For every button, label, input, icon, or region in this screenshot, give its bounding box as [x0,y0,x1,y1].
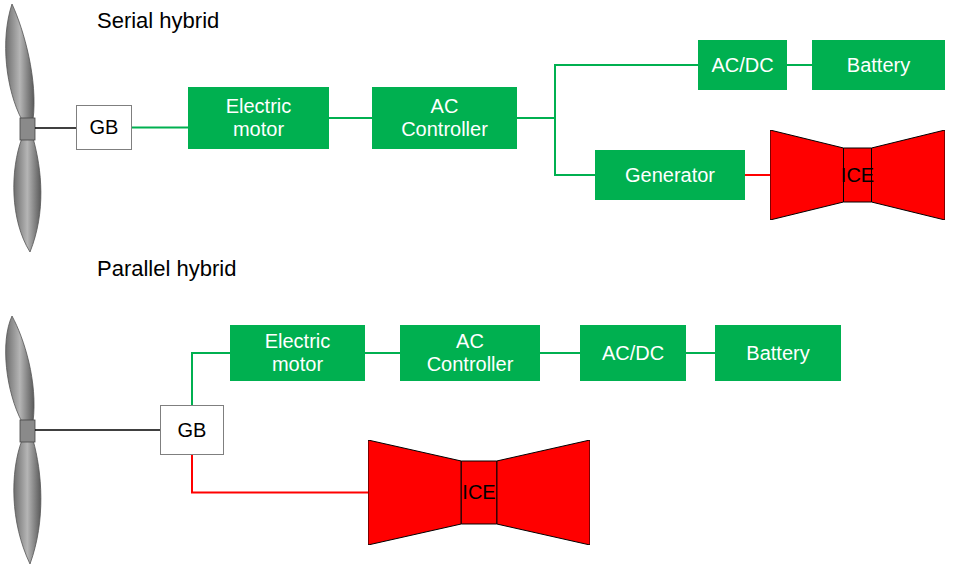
propeller [6,4,76,252]
connector-line [517,65,698,118]
component-box: Electric motor [230,325,365,381]
section-heading: Serial hybrid [97,8,219,34]
connector-line [686,352,715,354]
box-label: AC/DC [602,342,664,365]
connector-line [132,127,188,129]
engine-block: ICE [368,440,590,545]
box-label: ICE [841,164,874,187]
component-box: AC/DC [580,325,686,381]
box-label: GB [90,116,119,139]
section-heading: Parallel hybrid [97,256,236,282]
connector-line [787,64,812,66]
connector-line [517,118,595,175]
component-box: AC Controller [372,87,517,149]
connector-line [540,352,580,354]
component-box: Battery [715,325,841,381]
component-box: Generator [595,150,745,200]
box-label: AC Controller [415,330,525,376]
connector-line [192,353,230,405]
box-label: GB [178,419,207,442]
connector-line [192,455,368,493]
component-box: Electric motor [188,87,329,149]
box-label: Battery [746,342,809,365]
connector-line [329,117,372,119]
box-label: ICE [462,481,495,504]
box-label: Battery [847,54,910,77]
box-label: Generator [625,164,715,187]
box-label: AC Controller [390,95,500,141]
engine-block: ICE [770,130,945,220]
box-label: Electric motor [211,95,306,141]
gearbox-box: GB [76,105,132,150]
connector-line [365,352,400,354]
component-box: AC/DC [698,40,787,90]
propeller [6,316,160,564]
gearbox-box: GB [160,405,224,455]
box-label: Electric motor [250,330,345,376]
connector-line [745,174,770,176]
component-box: Battery [812,40,945,90]
component-box: AC Controller [400,325,540,381]
box-label: AC/DC [711,54,773,77]
